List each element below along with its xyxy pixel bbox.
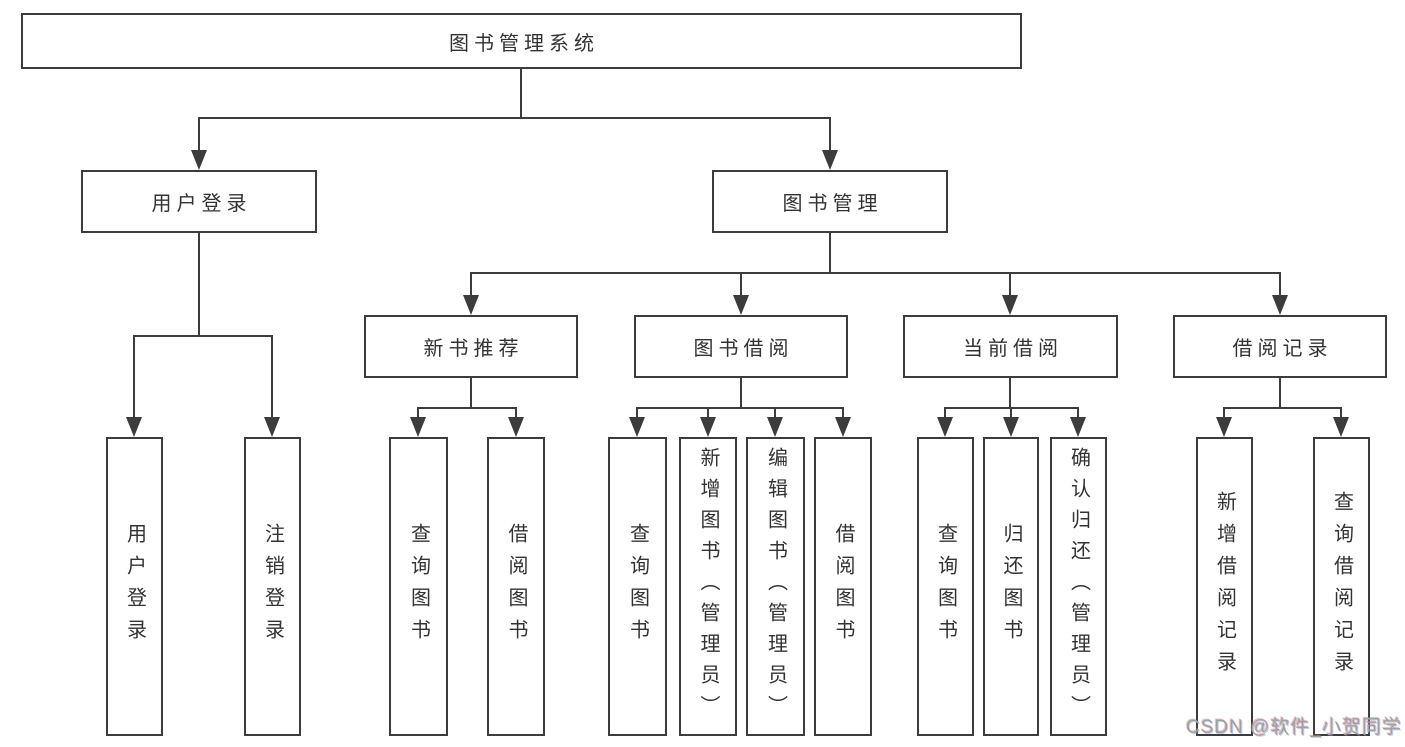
arrow-down-icon [410,417,426,437]
arrow-down-icon [1333,417,1349,437]
leaf-bb-add-books-admin-label: 新增图书（管理员） [697,447,719,726]
leaf-cb-query-books-label: 查询图书 [934,522,957,651]
node-new-book-recommend: 新书推荐 [364,315,578,378]
arrow-down-icon [1070,417,1086,437]
node-borrow-records-label: 借阅记录 [1232,338,1333,360]
leaf-cb-query-books: 查询图书 [917,437,974,736]
leaf-nbr-borrow-books: 借阅图书 [487,437,545,736]
connector-borrow-records-to-leaves [1223,378,1342,421]
leaf-bb-query-books: 查询图书 [608,437,667,736]
leaf-cb-return-books: 归还图书 [983,437,1039,736]
arrow-down-icon [700,417,716,437]
leaf-br-add-borrow-record-label: 新增借阅记录 [1213,490,1236,683]
leaf-nbr-query-books: 查询图书 [389,437,448,736]
connector-book-borrow-to-leaves [636,378,844,421]
arrow-down-icon [191,150,207,170]
leaf-bb-borrow-books-label: 借阅图书 [832,522,854,651]
leaf-br-query-borrow-record-label: 查询借阅记录 [1330,490,1353,683]
node-borrow-records: 借阅记录 [1173,315,1387,378]
leaf-br-query-borrow-record: 查询借阅记录 [1313,437,1370,736]
arrow-down-icon [508,417,524,437]
node-current-borrow: 当前借阅 [903,315,1118,378]
node-new-book-recommend-label: 新书推荐 [423,338,524,360]
node-root-label: 图书管理系统 [449,32,599,55]
csdn-watermark: CSDN @软件_小贺同学 [1186,717,1402,738]
arrow-down-icon [767,417,783,437]
node-book-management: 图书管理 [712,170,948,233]
arrow-down-icon [1002,295,1018,315]
node-current-borrow-label: 当前借阅 [963,338,1063,360]
arrow-down-icon [1272,295,1288,315]
node-book-borrow: 图书借阅 [634,315,848,378]
node-book-borrow-label: 图书借阅 [693,338,794,360]
leaf-bb-edit-books-admin-label: 编辑图书（管理员） [764,447,787,726]
leaf-user-login: 用户登录 [106,437,163,736]
arrow-down-icon [264,417,280,437]
connector-user-login-to-leaves [133,233,273,421]
arrow-down-icon [822,150,838,170]
arrow-down-icon [1003,417,1019,437]
connector-current-borrow-to-leaves [944,378,1079,421]
arrow-down-icon [629,417,645,437]
arrow-down-icon [126,417,142,437]
connector-book-management-to-level3 [470,233,1281,299]
arrow-down-icon [1216,417,1232,437]
leaf-bb-borrow-books: 借阅图书 [814,437,872,736]
arrow-down-icon [463,295,479,315]
leaf-logout: 注销登录 [244,437,301,736]
leaf-cb-return-books-label: 归还图书 [1000,522,1022,651]
arrow-down-icon [733,295,749,315]
node-user-login: 用户登录 [81,170,317,233]
leaf-bb-query-books-label: 查询图书 [626,522,649,651]
leaf-user-login-label: 用户登录 [123,522,146,651]
connector-root-to-level2 [198,69,831,153]
arrow-down-icon [835,417,851,437]
leaf-cb-confirm-return-admin: 确认归还（管理员） [1050,437,1107,736]
node-root: 图书管理系统 [21,13,1022,69]
arrow-down-icon [937,417,953,437]
leaf-nbr-borrow-books-label: 借阅图书 [505,522,527,651]
connector-new-book-recommend-to-leaves [417,378,517,421]
node-user-login-label: 用户登录 [151,193,252,215]
leaf-nbr-query-books-label: 查询图书 [407,522,430,651]
leaf-bb-add-books-admin: 新增图书（管理员） [679,437,737,736]
leaf-cb-confirm-return-admin-label: 确认归还（管理员） [1067,447,1090,726]
node-book-management-label: 图书管理 [782,193,883,215]
leaf-bb-edit-books-admin: 编辑图书（管理员） [746,437,805,736]
leaf-logout-label: 注销登录 [261,522,284,651]
leaf-br-add-borrow-record: 新增借阅记录 [1196,437,1253,736]
